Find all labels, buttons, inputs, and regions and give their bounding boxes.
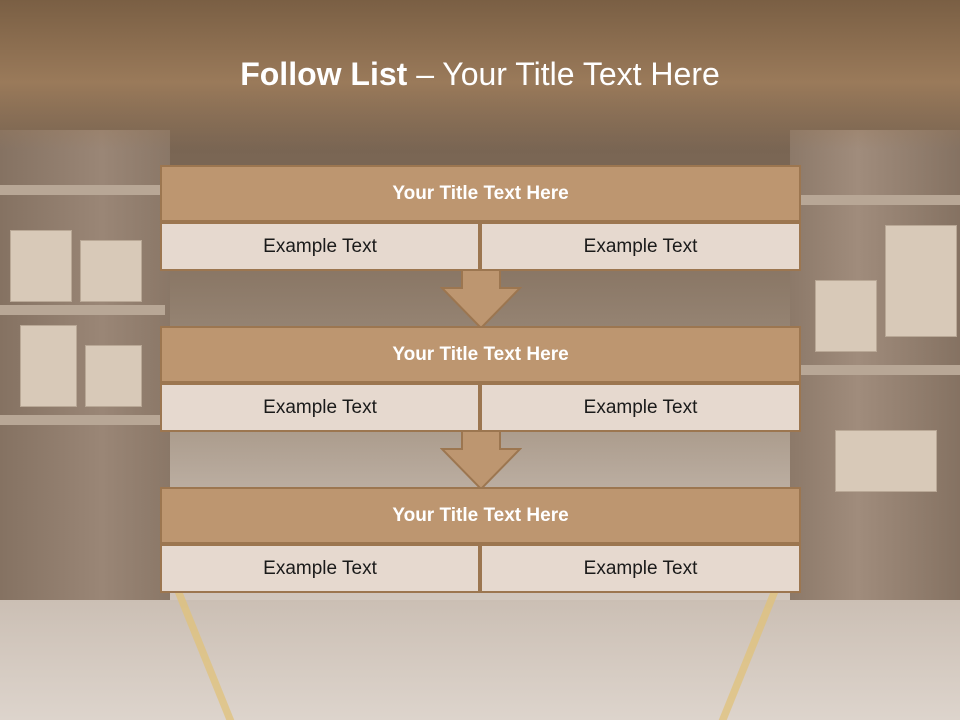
cardboard-box	[10, 230, 72, 302]
block-cell-right: Example Text	[480, 222, 801, 271]
cardboard-box	[85, 345, 142, 407]
slide-title: Follow List – Your Title Text Here	[0, 56, 960, 93]
cardboard-box	[885, 225, 957, 337]
block-cell-left: Example Text	[160, 383, 480, 432]
shelf-beam	[800, 195, 960, 205]
shelf-beam	[800, 365, 960, 375]
cardboard-box	[80, 240, 142, 302]
shelf-beam	[0, 305, 165, 315]
block-cell-right: Example Text	[480, 383, 801, 432]
down-arrow-icon	[440, 431, 522, 491]
block-cell-left: Example Text	[160, 222, 480, 271]
block-title: Your Title Text Here	[160, 165, 801, 222]
block-cell-left: Example Text	[160, 544, 480, 593]
warehouse-floor	[0, 600, 960, 720]
slide-title-bold: Follow List	[240, 56, 408, 92]
cardboard-box	[20, 325, 77, 407]
slide-title-rest: – Your Title Text Here	[407, 56, 720, 92]
down-arrow-icon	[440, 270, 522, 330]
cardboard-box	[815, 280, 877, 352]
block-title: Your Title Text Here	[160, 487, 801, 544]
title-band	[0, 0, 960, 150]
block-cell-right: Example Text	[480, 544, 801, 593]
shelf-beam	[0, 185, 165, 195]
cardboard-box	[835, 430, 937, 492]
shelf-beam	[0, 415, 165, 425]
block-title: Your Title Text Here	[160, 326, 801, 383]
